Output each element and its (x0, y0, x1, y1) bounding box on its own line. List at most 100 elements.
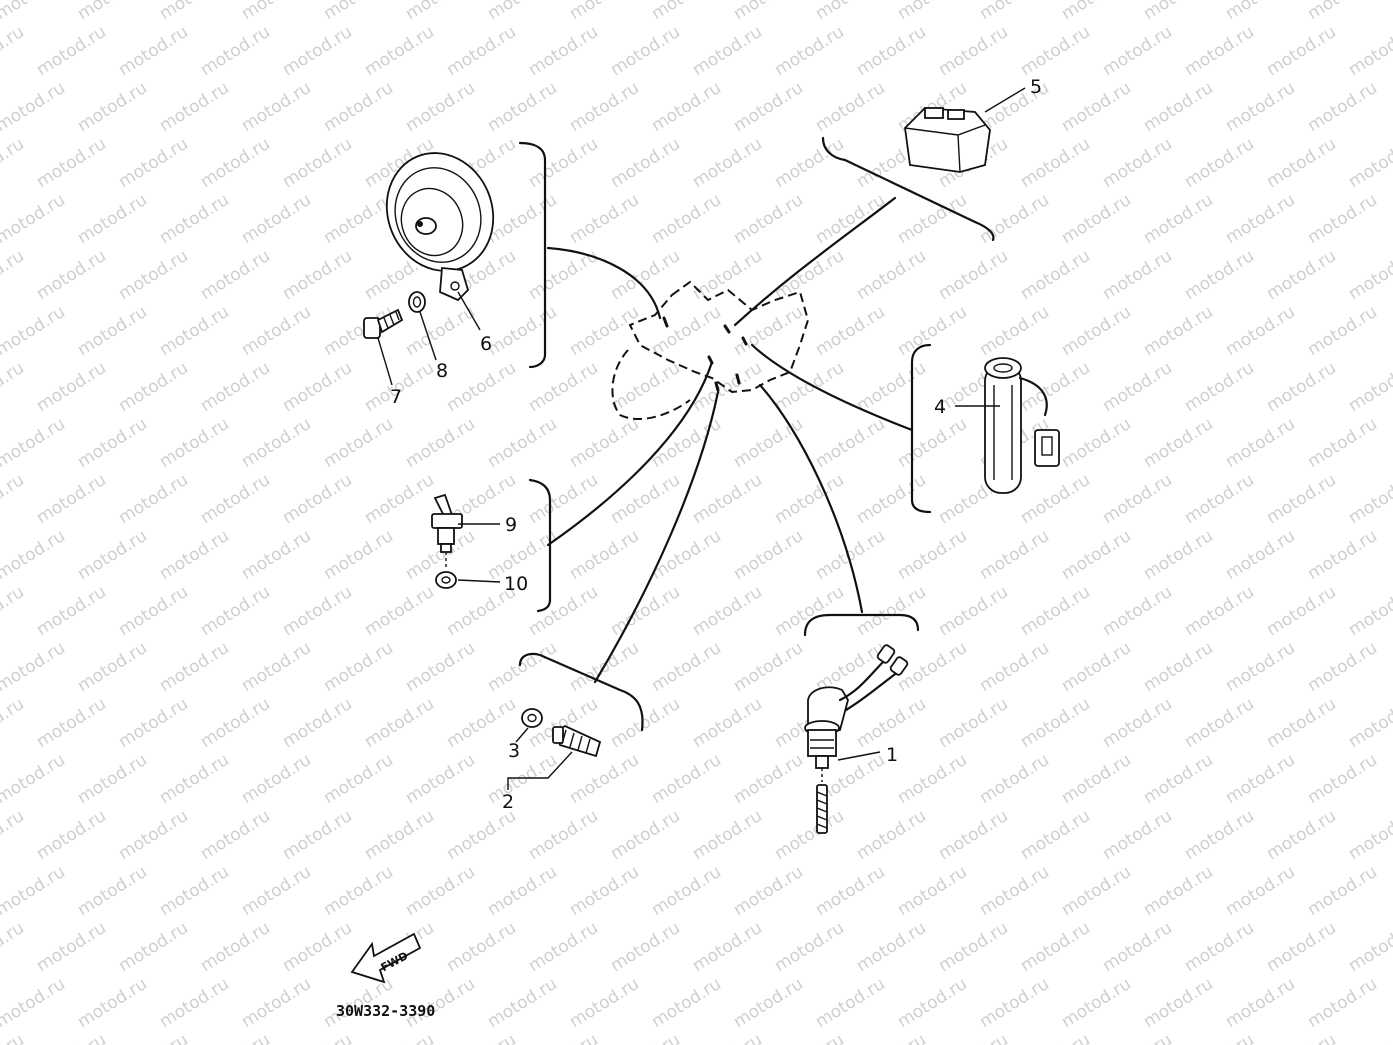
watermark-text: motod.ru (976, 526, 1053, 584)
watermark-text: motod.ru (238, 0, 315, 24)
watermark-text: motod.ru (566, 750, 643, 808)
watermark-text: motod.ru (566, 78, 643, 136)
watermark-text: motod.ru (238, 190, 315, 248)
watermark-text: motod.ru (853, 918, 930, 976)
watermark-text: motod.ru (1222, 302, 1299, 360)
watermark-text: motod.ru (320, 638, 397, 696)
watermark-text: motod.ru (74, 862, 151, 920)
watermark-text: motod.ru (566, 974, 643, 1032)
watermark-text: motod.ru (1017, 1030, 1094, 1045)
watermark-text: motod.ru (320, 750, 397, 808)
watermark-text: motod.ru (238, 862, 315, 920)
part-label-4[interactable]: 4 (934, 396, 946, 418)
part-label-10[interactable]: 10 (504, 573, 528, 595)
watermark-text: motod.ru (730, 526, 807, 584)
part-label-1[interactable]: 1 (886, 744, 898, 766)
watermark-text: motod.ru (935, 694, 1012, 752)
watermark-text: motod.ru (771, 246, 848, 304)
watermark-text: motod.ru (1181, 1030, 1258, 1045)
watermark-text: motod.ru (320, 862, 397, 920)
watermark-text: motod.ru (689, 582, 766, 640)
watermark-text: motod.ru (894, 974, 971, 1032)
watermark-text: motod.ru (1058, 414, 1135, 472)
watermark-text: motod.ru (812, 414, 889, 472)
watermark-text: motod.ru (156, 526, 233, 584)
watermark-text: motod.ru (853, 358, 930, 416)
watermark-text: motod.ru (33, 246, 110, 304)
thermo-switch-icon (431, 493, 463, 570)
watermark-text: motod.ru (1058, 638, 1135, 696)
part-label-5[interactable]: 5 (1030, 76, 1042, 98)
watermark-text: motod.ru (771, 22, 848, 80)
leader-lines (377, 87, 1026, 790)
watermark-text: motod.ru (74, 190, 151, 248)
watermark-text: motod.ru (1222, 526, 1299, 584)
watermark-text: motod.ru (484, 638, 561, 696)
watermark-text: motod.ru (1263, 918, 1340, 976)
watermark-text: motod.ru (74, 750, 151, 808)
watermark-text: motod.ru (1304, 862, 1381, 920)
watermark-text: motod.ru (33, 22, 110, 80)
watermark-text: motod.ru (484, 414, 561, 472)
watermark-text: motod.ru (607, 918, 684, 976)
watermark-text: motod.ru (1181, 134, 1258, 192)
watermark-text: motod.ru (361, 806, 438, 864)
watermark-text: motod.ru (1058, 190, 1135, 248)
part-label-2[interactable]: 2 (502, 791, 514, 813)
watermark-text: motod.ru (238, 974, 315, 1032)
watermark-text: motod.ru (484, 750, 561, 808)
watermark-text: motod.ru (730, 750, 807, 808)
part-label-7[interactable]: 7 (390, 386, 402, 408)
watermark-text: motod.ru (197, 918, 274, 976)
watermark-text: motod.ru (648, 974, 725, 1032)
watermark-text: motod.ru (74, 0, 151, 24)
watermark-text: motod.ru (566, 862, 643, 920)
watermark-text: motod.ru (566, 302, 643, 360)
watermark-text: motod.ru (197, 470, 274, 528)
watermark-text: motod.ru (0, 1030, 28, 1045)
part-label-6[interactable]: 6 (480, 333, 492, 355)
part-label-3[interactable]: 3 (508, 740, 520, 762)
bolt-icon (363, 308, 404, 339)
part-label-9[interactable]: 9 (505, 514, 517, 536)
watermark-text: motod.ru (566, 526, 643, 584)
part-label-8[interactable]: 8 (436, 360, 448, 382)
watermark-text: motod.ru (115, 918, 192, 976)
watermark-text: motod.ru (320, 190, 397, 248)
watermark-text: motod.ru (1017, 22, 1094, 80)
watermark-text: motod.ru (74, 974, 151, 1032)
watermark-text: motod.ru (853, 1030, 930, 1045)
watermark-text: motod.ru (730, 974, 807, 1032)
watermark-text: motod.ru (0, 526, 69, 584)
watermark-text: motod.ru (0, 78, 69, 136)
watermark-text: motod.ru (115, 806, 192, 864)
watermark-text: motod.ru (361, 22, 438, 80)
watermark-text: motod.ru (156, 414, 233, 472)
watermark-text: motod.ru (1140, 78, 1217, 136)
watermark-text: motod.ru (1304, 0, 1381, 24)
watermark-text: motod.ru (607, 806, 684, 864)
watermark-text: motod.ru (689, 134, 766, 192)
watermark-text: motod.ru (853, 22, 930, 80)
watermark-text: motod.ru (402, 750, 479, 808)
watermark-text: motod.ru (1017, 134, 1094, 192)
watermark-text: motod.ru (1181, 246, 1258, 304)
watermark-text: motod.ru (238, 750, 315, 808)
gasket-10-icon (435, 571, 457, 589)
watermark-text: motod.ru (156, 78, 233, 136)
watermark-text: motod.ru (0, 190, 69, 248)
watermark-text: motod.ru (648, 638, 725, 696)
watermark-text: motod.ru (484, 0, 561, 24)
watermark-text: motod.ru (1058, 0, 1135, 24)
watermark-text: motod.ru (197, 694, 274, 752)
watermark-text: motod.ru (1058, 302, 1135, 360)
watermark-text: motod.ru (33, 358, 110, 416)
watermark-text: motod.ru (976, 0, 1053, 24)
watermark-text: motod.ru (812, 974, 889, 1032)
watermark-text: motod.ru (730, 78, 807, 136)
watermark-text: motod.ru (1263, 1030, 1340, 1045)
watermark-text: motod.ru (197, 806, 274, 864)
horn-icon (385, 152, 495, 272)
watermark-text: motod.ru (1099, 694, 1176, 752)
watermark-text: motod.ru (1304, 302, 1381, 360)
